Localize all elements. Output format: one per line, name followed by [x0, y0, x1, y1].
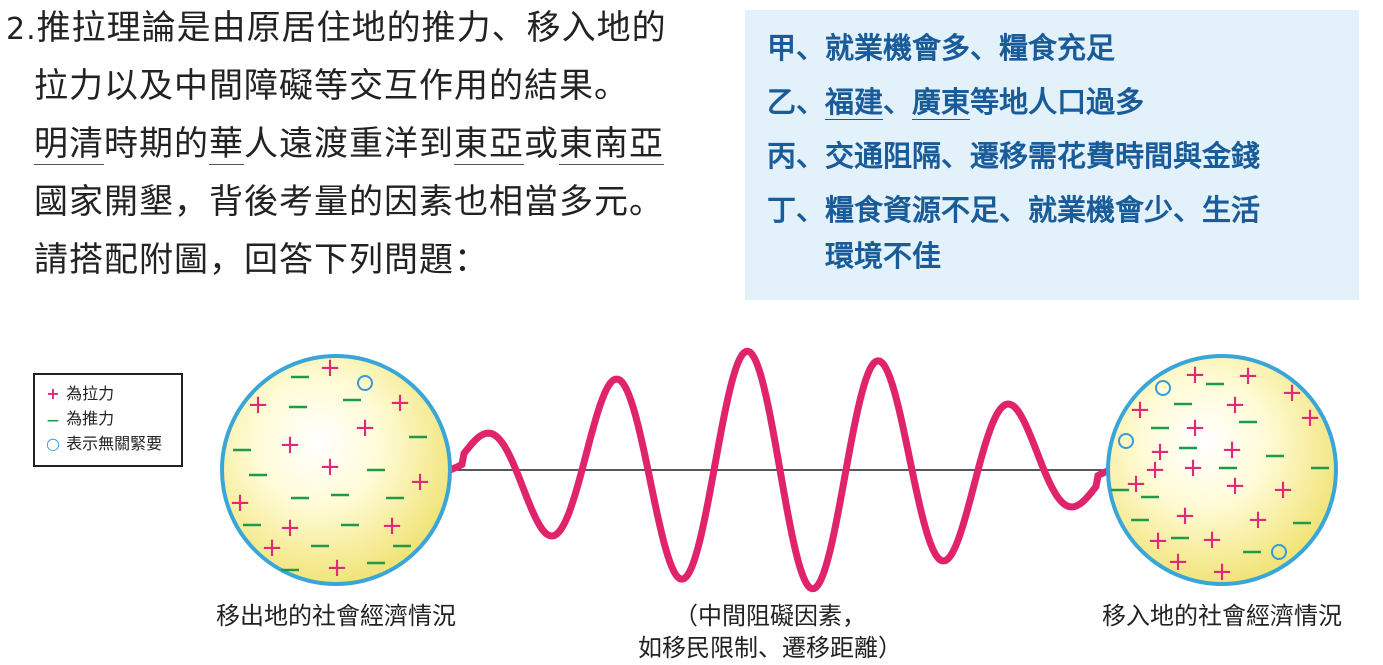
option-line: 甲、就業機會多、糧食充足: [767, 28, 1115, 68]
plus-symbol: +: [326, 553, 348, 583]
obstacle-caption-line1: （中間阻礙因素，: [674, 602, 866, 630]
circle-symbol: ○: [46, 434, 60, 453]
question-line: 2.推拉理論是由原居住地的推力、移入地的: [6, 8, 667, 50]
plus-symbol: +: [279, 430, 301, 460]
option-line: 乙、福建、廣東等地人口過多: [767, 82, 1144, 122]
option-line: 丁、糧食資源不足、就業機會少、生活: [767, 190, 1260, 230]
option-text-segment: 環境不佳: [767, 239, 942, 273]
plus-symbol: +: [1299, 403, 1321, 433]
plus-symbol: +: [1182, 453, 1204, 483]
destination-caption: 移入地的社會經濟情況: [1102, 602, 1342, 630]
plus-symbol: +: [319, 452, 341, 482]
plus-symbol: +: [1125, 469, 1147, 499]
option-text-segment: 丙、交通阻隔、遷移需花費時間與金錢: [767, 139, 1261, 173]
plus-symbol: +: [279, 513, 301, 543]
circle-symbol: [357, 375, 373, 391]
plus-symbol: +: [1129, 395, 1151, 425]
circle-symbol: [1118, 433, 1134, 449]
plus-symbol: +: [1174, 501, 1196, 531]
plus-symbol: +: [354, 413, 376, 443]
question-line: 拉力以及中間障礙等交互作用的結果。: [34, 66, 629, 106]
option-text-segment: 、: [883, 85, 913, 119]
plus-symbol: +: [389, 388, 411, 418]
option-text-segment: 等地人口過多: [970, 85, 1145, 119]
circle-symbol: [1155, 380, 1171, 396]
plus-symbol: +: [1147, 526, 1169, 556]
legend-circle: ○ 表示無關緊要: [45, 434, 162, 454]
option-line: 丙、交通阻隔、遷移需花費時間與金錢: [767, 136, 1260, 176]
underlined-term: 廣東: [912, 85, 971, 120]
minus-symbol: —: [47, 413, 59, 427]
question-text-segment: 人遠渡重洋到: [244, 124, 454, 164]
question-text-segment: 推拉理論是由原居住地的推力、移入地的: [36, 8, 667, 48]
underlined-term: 華: [209, 124, 244, 165]
question-line: 明清時期的華人遠渡重洋到東亞或東南亞: [34, 124, 664, 165]
option-text-segment: 丁、糧食資源不足、就業機會少、生活: [767, 193, 1261, 227]
circle-symbol: [1271, 544, 1287, 560]
plus-symbol: +: [1144, 455, 1166, 485]
plus-symbol: +: [261, 533, 283, 563]
plus-symbol: +: [1224, 471, 1246, 501]
option-text-segment: 乙、: [767, 85, 826, 119]
plus-symbol: +: [1184, 360, 1206, 390]
underlined-term: 福建: [825, 85, 884, 120]
origin-sphere: [220, 354, 452, 586]
legend-plus: + 為拉力: [45, 384, 114, 404]
question-text-segment: 或: [524, 124, 559, 164]
plus-symbol: +: [1281, 378, 1303, 408]
plus-symbol: +: [1211, 557, 1233, 587]
plus-symbol: +: [1201, 525, 1223, 555]
legend-plus-label: 為拉力: [66, 384, 115, 403]
legend-minus-label: 為推力: [66, 409, 115, 428]
option-text-segment: 甲、就業機會多、糧食充足: [767, 31, 1116, 65]
obstacle-caption-line2: 如移民限制、遷移距離）: [638, 634, 902, 662]
plus-symbol: +: [1149, 437, 1171, 467]
plus-symbol: +: [381, 511, 403, 541]
question-text-segment: 請搭配附圖，回答下列問題：: [34, 240, 489, 280]
legend-minus: — 為推力: [45, 409, 114, 430]
underlined-term: 東南亞: [559, 124, 664, 165]
plus-symbol: +: [1224, 390, 1246, 420]
legend: + 為拉力 — 為推力 ○ 表示無關緊要: [33, 373, 183, 467]
plus-symbol: +: [229, 488, 251, 518]
plus-symbol: +: [1167, 547, 1189, 577]
plus-symbol: +: [319, 353, 341, 383]
question-text-segment: 拉力以及中間障礙等交互作用的結果。: [34, 66, 629, 106]
question-text-segment: 時期的: [104, 124, 209, 164]
plus-symbol: +: [1247, 505, 1269, 535]
legend-circle-label: 表示無關緊要: [66, 434, 163, 453]
underlined-term: 明: [34, 124, 69, 165]
destination-sphere: [1106, 354, 1338, 586]
obstacle-wave: [446, 347, 1114, 593]
question-number: 2.: [6, 12, 37, 47]
question-line: 請搭配附圖，回答下列問題：: [34, 240, 489, 280]
options-box: 甲、就業機會多、糧食充足乙、福建、廣東等地人口過多丙、交通阻隔、遷移需花費時間與…: [745, 10, 1359, 300]
plus-symbol: +: [1221, 435, 1243, 465]
plus-symbol: +: [1184, 413, 1206, 443]
underlined-term: 東亞: [454, 124, 524, 165]
destination-factors: ++++++++++++++++++++: [1111, 360, 1329, 587]
origin-caption: 移出地的社會經濟情況: [216, 602, 456, 630]
plus-symbol: +: [1272, 475, 1294, 505]
question-text-segment: 國家開墾，背後考量的因素也相當多元。: [34, 182, 664, 222]
plus-symbol: +: [247, 390, 269, 420]
option-line: 環境不佳: [767, 236, 941, 276]
question-line: 國家開墾，背後考量的因素也相當多元。: [34, 182, 664, 222]
plus-symbol: +: [1237, 361, 1259, 391]
plus-symbol: +: [409, 467, 431, 497]
underlined-term: 清: [69, 124, 104, 165]
plus-symbol: +: [46, 384, 60, 403]
origin-factors: ++++++++++++: [229, 353, 431, 583]
